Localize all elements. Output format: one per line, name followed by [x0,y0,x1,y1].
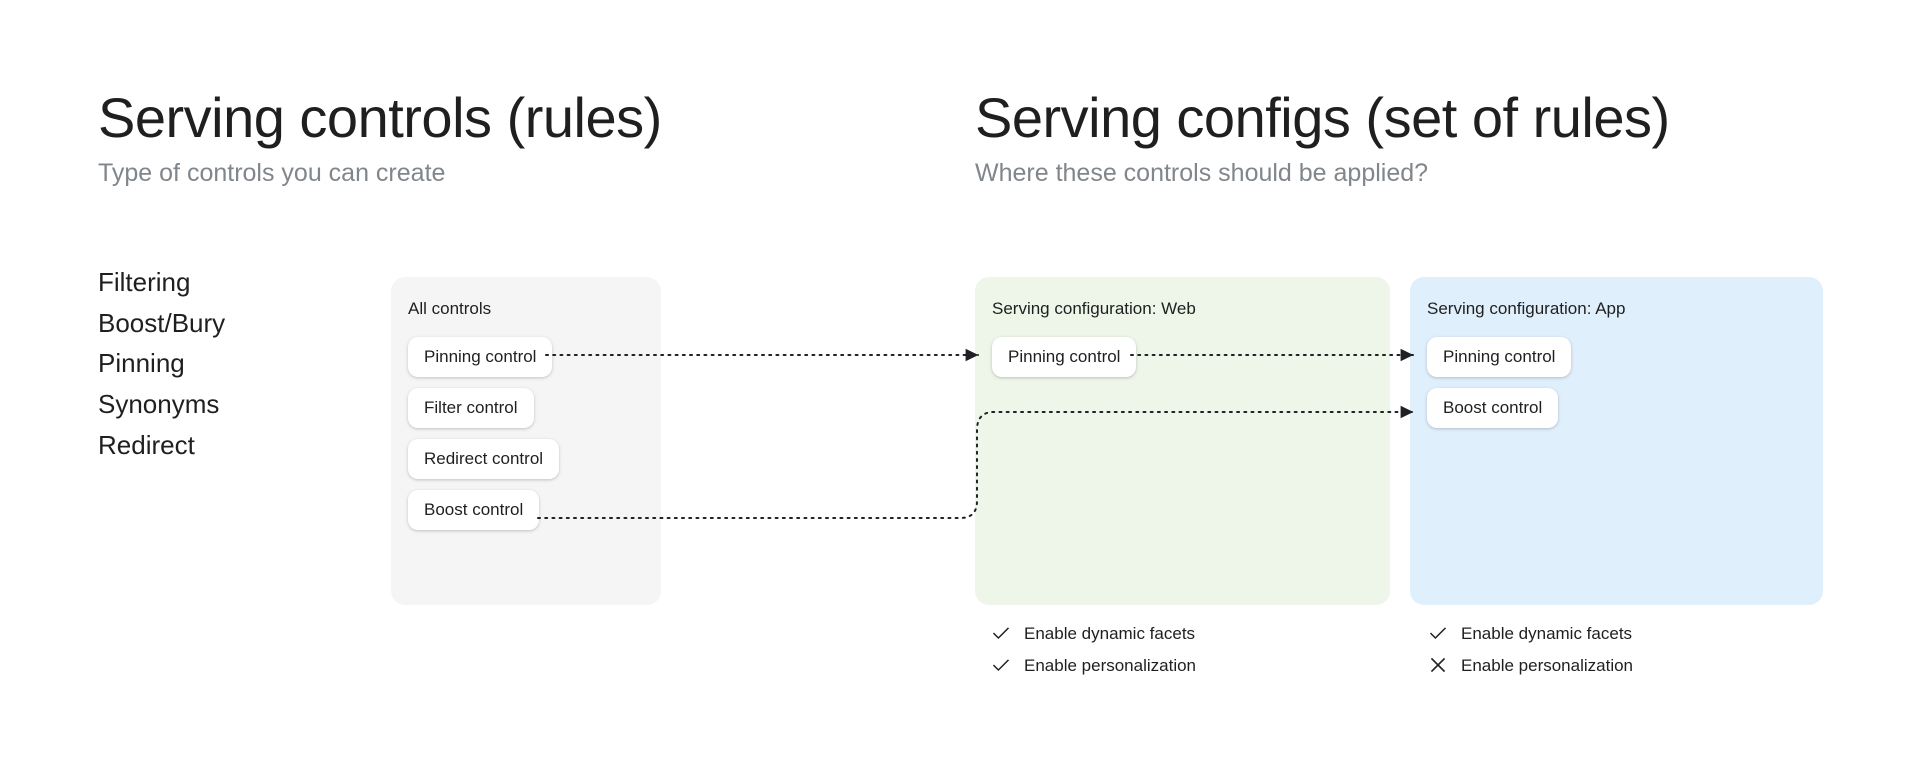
control-type-boost-bury: Boost/Bury [98,307,226,338]
panel-serving-config-app-chip-list: Pinning control Boost control [1427,337,1823,429]
app-option-enable-personalization: Enable personalization [1428,655,1633,675]
panel-serving-config-app: Serving configuration: App Pinning contr… [1410,277,1823,605]
control-type-synonyms: Synonyms [98,389,220,420]
left-column-subtitle: Type of controls you can create [98,159,446,188]
web-options-list: Enable dynamic facets Enable personaliza… [991,623,1196,675]
right-column-title: Serving configs (set of rules) [975,86,1670,149]
panel-all-controls-chip-list: Pinning control Filter control Redirect … [408,337,661,531]
control-types-list: Filtering Boost/Bury Pinning Synonyms Re… [98,267,225,462]
chip-app-boost-control[interactable]: Boost control [1427,388,1559,429]
panel-serving-config-web-title: Serving configuration: Web [992,299,1196,318]
check-icon [991,655,1011,675]
app-option-label-personalization: Enable personalization [1461,655,1634,675]
close-icon [1428,655,1448,675]
right-column-subtitle: Where these controls should be applied? [975,159,1429,188]
web-option-enable-dynamic-facets: Enable dynamic facets [991,623,1196,643]
control-type-pinning: Pinning [98,348,185,379]
app-option-enable-dynamic-facets: Enable dynamic facets [1428,623,1633,643]
app-option-label-dynamic-facets: Enable dynamic facets [1461,623,1633,643]
control-type-redirect: Redirect [98,429,195,460]
panel-serving-config-app-title: Serving configuration: App [1427,299,1626,318]
control-type-filtering: Filtering [98,267,191,297]
web-option-enable-personalization: Enable personalization [991,655,1196,675]
chip-boost-control[interactable]: Boost control [408,490,540,531]
chip-filter-control[interactable]: Filter control [408,388,534,429]
check-icon [991,623,1011,643]
chip-app-pinning-control[interactable]: Pinning control [1427,337,1572,378]
chip-pinning-control[interactable]: Pinning control [408,337,553,378]
web-option-label-personalization: Enable personalization [1024,655,1197,675]
panel-serving-config-web-chip-list: Pinning control [992,337,1390,378]
right-column-header: Serving configs (set of rules) Where the… [975,86,1670,188]
chip-redirect-control[interactable]: Redirect control [408,439,560,480]
app-options-list: Enable dynamic facets Enable personaliza… [1428,623,1633,675]
check-icon [1428,623,1448,643]
panel-serving-config-web: Serving configuration: Web Pinning contr… [975,277,1390,605]
left-column-title: Serving controls (rules) [98,86,662,149]
panel-all-controls-title: All controls [408,299,492,318]
chip-web-pinning-control[interactable]: Pinning control [992,337,1137,378]
web-option-label-dynamic-facets: Enable dynamic facets [1024,623,1196,643]
panel-all-controls: All controls Pinning control Filter cont… [391,277,661,605]
left-column-header: Serving controls (rules) Type of control… [98,86,662,188]
